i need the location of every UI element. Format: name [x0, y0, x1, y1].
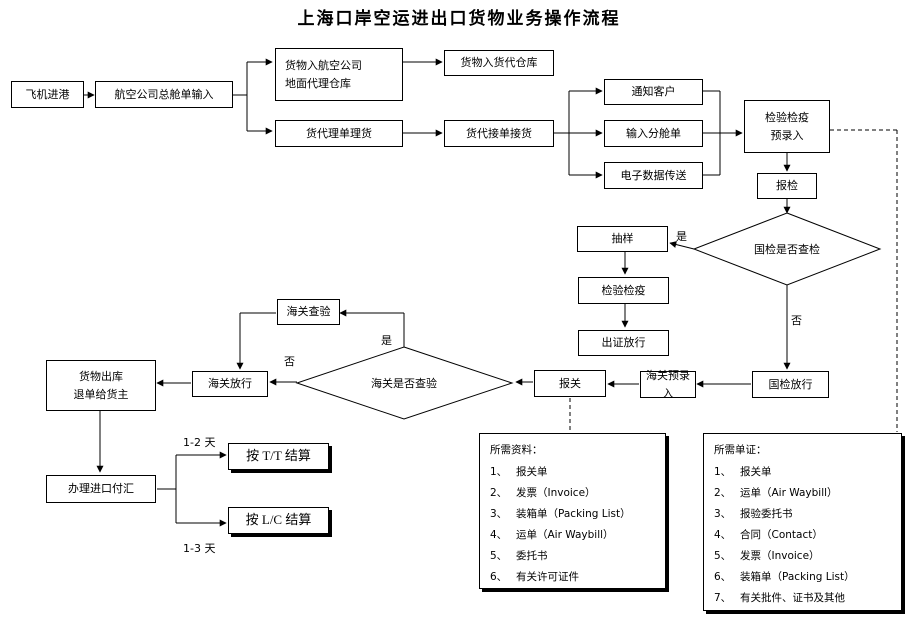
list-item: 3、装箱单（Packing List）: [490, 508, 631, 520]
airline-warehouse-box: 货物入航空公司 地面代理仓库: [275, 48, 403, 101]
notify-customer-box: 通知客户: [604, 79, 703, 105]
input-split-box: 输入分舱单: [604, 120, 703, 147]
customs-decision-diamond: [295, 346, 514, 420]
list-item: 2、发票（Invoice）: [490, 487, 596, 499]
required-docs-title: 所需资料：: [490, 444, 543, 456]
ciq-no-label: 否: [791, 314, 802, 327]
customs-prerecord-box: 海关预录入: [640, 369, 696, 400]
list-item: 6、装箱单（Packing List）: [714, 571, 855, 583]
manifest-input-box: 航空公司总舱单输入: [95, 81, 233, 108]
ciq-prerecord-box: 检验检疫 预录入: [744, 100, 830, 153]
list-item: 5、发票（Invoice）: [714, 550, 820, 562]
customs-yes-label: 是: [381, 334, 392, 347]
list-item: 5、委托书: [490, 550, 548, 562]
agent-doc-handling-box: 货代理单理货: [275, 120, 403, 147]
settle-tt-box: 按 T/T 结算: [228, 443, 329, 470]
list-item: 4、合同（Contact）: [714, 529, 823, 541]
days-tt-label: 1-2 天: [183, 436, 216, 449]
ciq-inspection-box: 检验检疫: [578, 277, 669, 304]
customs-release-box: 海关放行: [192, 371, 268, 397]
list-item: 1、报关单: [490, 466, 548, 478]
required-certs-title: 所需单证：: [714, 444, 767, 456]
ciq-decision-diamond: [692, 212, 882, 286]
list-item: 6、有关许可证件: [490, 571, 579, 583]
ciq-release-box: 国检放行: [752, 371, 829, 398]
ciq-decision-label: 国检是否查检: [754, 243, 820, 256]
agent-warehouse-box: 货物入货代仓库: [444, 50, 554, 76]
days-lc-label: 1-3 天: [183, 542, 216, 555]
inspection-report-box: 报检: [757, 173, 817, 199]
plane-arrival-box: 飞机进港: [11, 81, 84, 108]
list-item: 1、报关单: [714, 466, 772, 478]
required-certs-panel: 所需单证： 1、报关单 2、运单（Air Waybill） 3、报验委托书 4、…: [703, 433, 902, 611]
import-payment-box: 办理进口付汇: [46, 475, 156, 503]
settle-lc-box: 按 L/C 结算: [228, 507, 329, 534]
required-docs-panel: 所需资料： 1、报关单 2、发票（Invoice） 3、装箱单（Packing …: [479, 433, 666, 589]
list-item: 2、运单（Air Waybill）: [714, 487, 838, 499]
edi-transfer-box: 电子数据传送: [604, 162, 703, 189]
goods-out-box: 货物出库 退单给货主: [46, 360, 156, 411]
ciq-yes-label: 是: [676, 230, 687, 243]
sampling-box: 抽样: [577, 226, 668, 252]
customs-decision-label: 海关是否查验: [371, 377, 437, 390]
agent-receive-box: 货代接单接货: [444, 120, 554, 147]
customs-inspect-box: 海关查验: [277, 299, 340, 325]
certificate-release-box: 出证放行: [578, 330, 669, 356]
list-item: 3、报验委托书: [714, 508, 793, 520]
customs-declare-box: 报关: [534, 370, 606, 397]
page-title: 上海口岸空运进出口货物业务操作流程: [297, 9, 621, 29]
customs-no-label: 否: [284, 355, 295, 368]
list-item: 4、运单（Air Waybill）: [490, 529, 614, 541]
list-item: 7、有关批件、证书及其他: [714, 592, 845, 604]
